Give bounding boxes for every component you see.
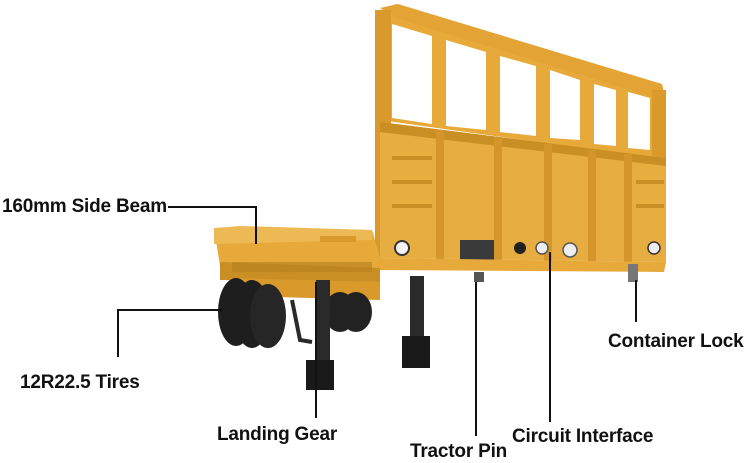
circuit-interface-label: Circuit Interface xyxy=(512,426,654,447)
tractor-pin-label: Tractor Pin xyxy=(410,441,508,462)
container-lock xyxy=(628,264,638,282)
leader-tires xyxy=(117,309,222,357)
leader-lines xyxy=(117,206,637,436)
side-beam-label: 160mm Side Beam xyxy=(2,196,167,217)
deck xyxy=(214,226,666,300)
tractor-pin xyxy=(474,272,484,282)
landing-gear-label: Landing Gear xyxy=(217,424,338,445)
tires-label: 12R22.5 Tires xyxy=(20,372,140,393)
headboard xyxy=(375,4,666,262)
tires xyxy=(218,278,372,348)
landing-gear xyxy=(290,276,430,390)
leader-side-beam xyxy=(168,206,257,244)
container-lock-label: Container Lock xyxy=(608,331,744,352)
